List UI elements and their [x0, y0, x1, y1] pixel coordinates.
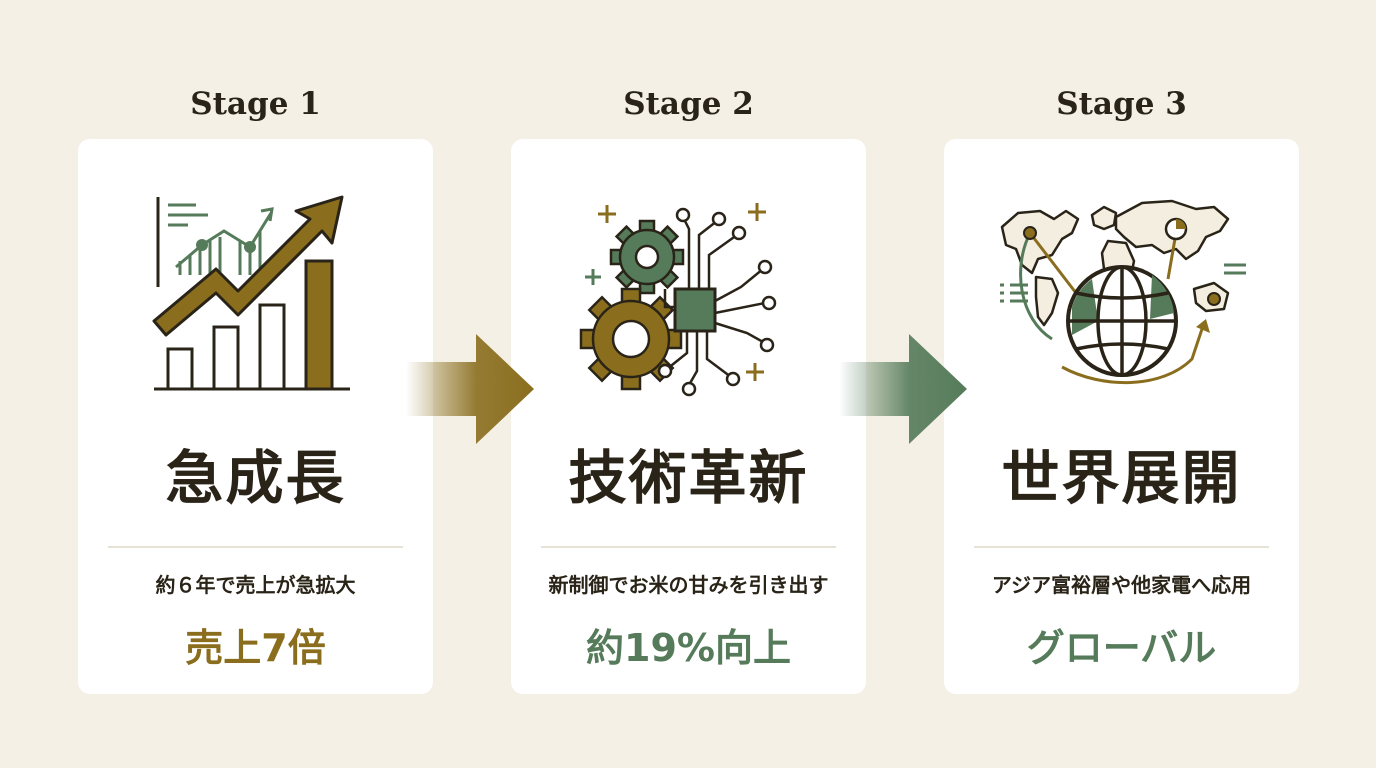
stage-1-label: Stage 1	[190, 86, 321, 122]
stage-1-description: 約６年で売上が急拡大	[155, 573, 356, 597]
stage-1-divider	[108, 546, 403, 548]
stage-3-label: Stage 3	[1056, 86, 1187, 122]
stage-1-title: 急成長	[165, 444, 346, 512]
stage-2-metric: 約19%向上	[586, 626, 791, 670]
stage-2-divider	[541, 546, 836, 548]
stage-2-description: 新制御でお米の甘みを引き出す	[548, 573, 829, 597]
stage-2-title: 技術革新	[568, 444, 809, 512]
stage-3-title: 世界展開	[1001, 444, 1242, 512]
stage-2-card: 技術革新 新制御でお米の甘みを引き出す 約19%向上	[511, 139, 866, 694]
stage-2-label: Stage 2	[623, 86, 754, 122]
stage-1-metric: 売上7倍	[185, 626, 326, 670]
growth-chart-icon	[78, 189, 433, 409]
flow-arrow-2-icon	[839, 334, 967, 444]
flow-arrow-1-icon	[406, 334, 534, 444]
stage-3-divider	[974, 546, 1269, 548]
globe-world-map-icon	[944, 189, 1299, 409]
stage-3-description: アジア富裕層や他家電へ応用	[991, 573, 1252, 597]
stage-3-card: 世界展開 アジア富裕層や他家電へ応用 グローバル	[944, 139, 1299, 694]
gear-circuit-icon	[511, 189, 866, 409]
stage-3-metric: グローバル	[1026, 626, 1217, 670]
stage-1-card: 急成長 約６年で売上が急拡大 売上7倍	[78, 139, 433, 694]
